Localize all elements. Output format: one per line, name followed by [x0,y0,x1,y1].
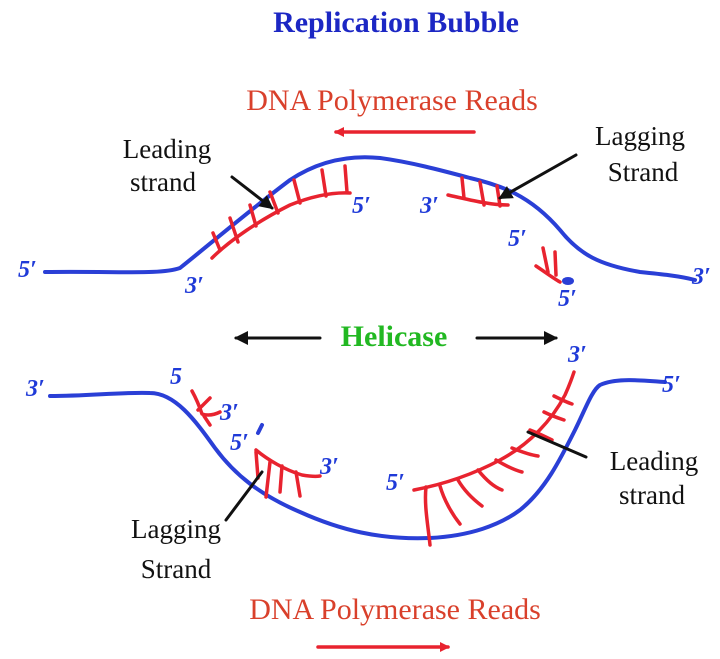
bottom-lagging-label-line1: Lagging [131,514,221,544]
top-parent-strand [43,155,697,282]
top-lagging-5prime-b: 5′ [558,286,577,312]
polymerase-reads-top-label: DNA Polymerase Reads [246,84,538,117]
bottom-tick-mark [256,423,264,435]
bottom-frag1-3prime: 3′ [219,400,239,426]
bottom-frag1-5: 5 [170,364,182,390]
top-leading-strand [210,164,352,260]
top-leading-label-line1: Leading [123,134,211,164]
bottom-leading-label-line1: Leading [610,446,698,476]
bottom-right-5prime: 5′ [662,372,681,398]
helicase-label: Helicase [341,320,448,353]
top-left-5prime: 5′ [18,257,37,283]
top-leading-3prime: 3′ [184,273,204,299]
bottom-lagging-fragment-1 [190,389,222,427]
bottom-leading-3prime: 3′ [567,342,587,368]
bottom-lagging-fragment-2 [254,448,322,499]
bottom-frag2-3prime: 3′ [319,454,339,480]
bottom-frag2-5prime: 5′ [230,430,249,456]
bottom-lagging-pointer [224,470,264,522]
bottom-parent-strand [48,378,667,541]
top-lagging-label-line2: Strand [608,157,679,187]
bottom-leading-strand [412,370,576,547]
polymerase-reads-bottom-label: DNA Polymerase Reads [249,593,541,626]
bottom-lagging-label-line2: Strand [141,554,212,584]
top-leading-label-line2: strand [130,167,196,197]
top-lagging-5prime-a: 5′ [508,226,527,252]
top-lagging-3prime: 3′ [419,193,439,219]
top-end-dot [562,277,574,285]
top-leading-5prime: 5′ [352,193,371,219]
top-lagging-pointer [498,153,578,200]
top-right-3prime: 3′ [691,264,711,290]
top-leading-pointer [230,175,274,210]
top-lagging-fragment-2 [534,246,562,284]
top-lagging-label-line1: Lagging [595,121,685,151]
bottom-leading-label-line2: strand [619,480,685,510]
bottom-left-3prime: 3′ [25,376,45,402]
bottom-leading-pointer [526,430,588,459]
bottom-leading-5prime: 5′ [386,470,405,496]
diagram-title: Replication Bubble [273,6,519,39]
top-lagging-fragment-1 [446,176,510,208]
